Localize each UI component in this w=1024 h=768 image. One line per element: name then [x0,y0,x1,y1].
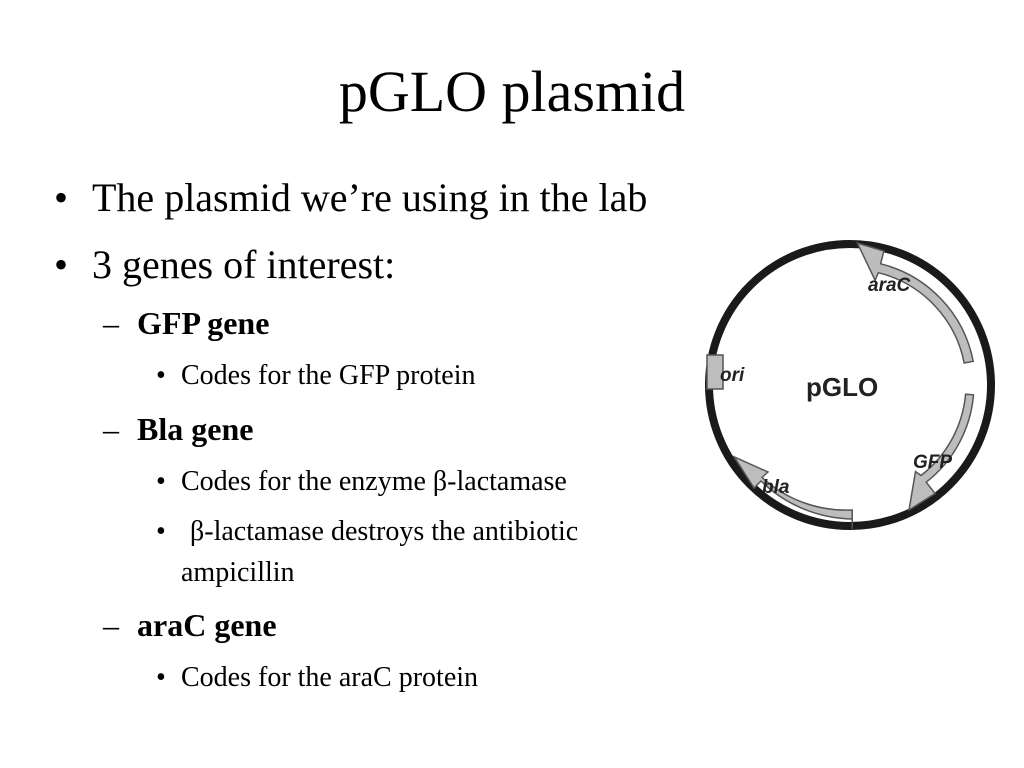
dash-marker: – [103,305,119,341]
bla-gene-detail-antibiotic: β-lactamase destroys the antibiotic [190,516,579,547]
gfp-label: GFP [913,452,952,473]
dash-marker: – [103,411,119,447]
bullet-marker: • [156,466,166,497]
slide-title: pGLO plasmid [338,59,686,124]
gfp-gene-arrow [907,393,975,512]
bullet-genes-of-interest: 3 genes of interest: [92,242,396,287]
arac-gene-arrow [855,241,975,364]
bullet-marker: • [156,360,166,391]
bullet-marker: • [54,175,69,220]
bullet-marker: • [156,516,166,547]
bullet-marker: • [156,662,166,693]
bla-label: bla [762,477,790,498]
bullet-marker: • [54,242,69,287]
bla-gene-arrow [732,455,853,529]
bullet-plasmid-intro: The plasmid we’re using in the lab [92,175,648,220]
bla-gene-detail-enzyme: Codes for the enzyme β-lactamase [181,466,567,497]
arac-gene-heading: araC gene [137,607,277,643]
ori-segment [706,354,724,390]
pglo-plasmid-diagram: araC ori pGLO GFP bla [705,240,995,530]
plasmid-name-label: pGLO [806,372,878,402]
dash-marker: – [103,607,119,643]
bla-gene-heading: Bla gene [137,411,254,447]
bla-gene-detail-antibiotic-cont: ampicillin [181,557,295,588]
gfp-gene-heading: GFP gene [137,305,270,341]
gfp-gene-detail: Codes for the GFP protein [181,360,476,391]
ori-label: ori [720,365,745,386]
arac-gene-detail: Codes for the araC protein [181,662,479,693]
arac-label: araC [868,275,911,296]
